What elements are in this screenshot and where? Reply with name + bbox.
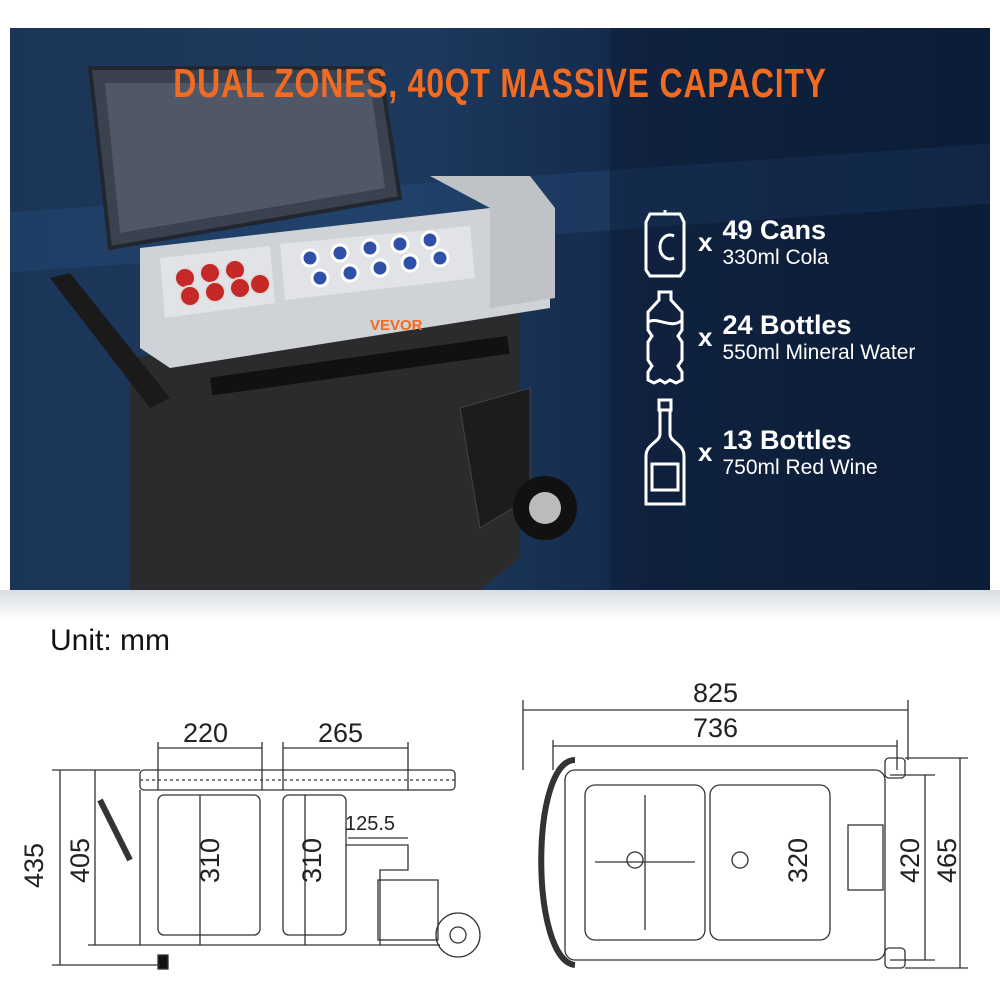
dim-zone2-width: 265: [318, 718, 364, 748]
hero-panel: VEVOR: [10, 28, 990, 590]
side-view-drawing: [52, 742, 481, 970]
unit-label: Unit: mm: [50, 624, 170, 657]
wine-bottle-icon: [640, 398, 690, 505]
can-icon: [640, 195, 690, 290]
dim-zone2-depth: 310: [297, 837, 328, 884]
top-view-drawing: [522, 700, 968, 969]
dim-total-height: 435: [19, 842, 50, 889]
water-bottle-icon: [640, 290, 690, 385]
dim-zone1-depth: 310: [195, 837, 226, 884]
dim-body-length: 736: [693, 713, 739, 743]
dim-body-width: 420: [895, 837, 926, 884]
dimension-drawing: [52, 700, 968, 970]
fridge-illustration: VEVOR: [50, 66, 577, 590]
dim-total-width: 465: [932, 837, 963, 884]
brand-logo: VEVOR: [370, 317, 423, 334]
dim-body-height: 405: [65, 837, 96, 884]
dim-step-width: 125.5: [345, 813, 396, 835]
dim-total-length: 825: [693, 678, 739, 708]
headline: DUAL ZONES, 40QT MASSIVE CAPACITY: [173, 60, 827, 106]
dim-zone1-width: 220: [183, 718, 229, 748]
dim-inner-width: 320: [783, 837, 814, 884]
